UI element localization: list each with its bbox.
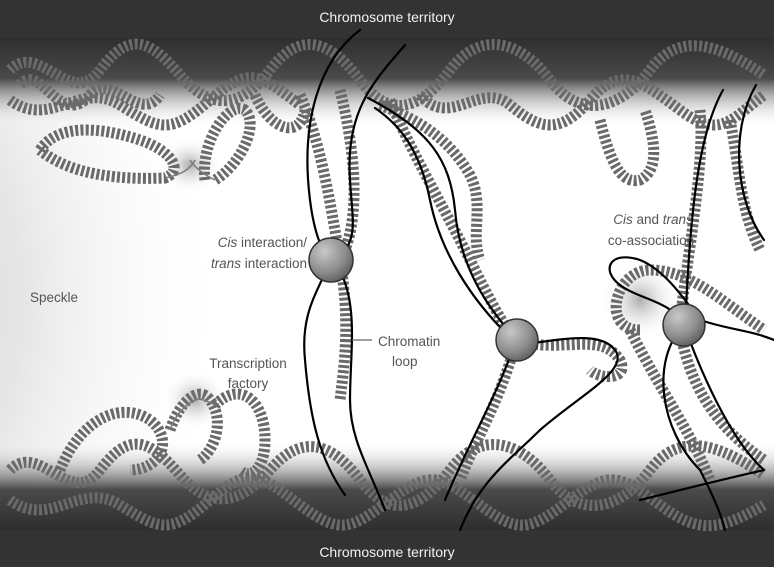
co-association-label-line1: Cis and trans — [613, 212, 693, 227]
transcription-factory-label-line1: Transcription — [209, 356, 287, 371]
cis-trans-interaction-label-line2: trans interaction — [211, 256, 307, 271]
cis-trans-interaction-label-line1: Cis interaction/ — [218, 235, 308, 250]
coassoc-and: and — [633, 212, 663, 227]
bottom-territory-label: Chromosome territory — [319, 544, 454, 560]
co-association-node — [663, 304, 705, 346]
co-association-label-line2: co-association — [608, 233, 694, 248]
top-territory-label: Chromosome territory — [319, 9, 454, 25]
cis-rest: interaction/ — [237, 235, 307, 250]
cis-trans-interaction-node — [309, 238, 353, 282]
cis-italic: Cis — [218, 235, 238, 250]
trans-rest: interaction — [241, 256, 307, 271]
factory-glow-top — [158, 137, 222, 193]
bottom-territory-fade — [0, 440, 774, 530]
coassoc-trans-italic: trans — [663, 212, 693, 227]
trans-italic: trans — [211, 256, 241, 271]
transcription-factory-label-line2: factory — [228, 376, 269, 391]
chromatin-loop-label-line1: Chromatin — [378, 334, 440, 349]
coassoc-cis-italic: Cis — [613, 212, 633, 227]
chromatin-loop-label-line2: loop — [392, 354, 418, 369]
chromatin-loop-node — [496, 319, 538, 361]
speckle-label: Speckle — [30, 290, 78, 305]
